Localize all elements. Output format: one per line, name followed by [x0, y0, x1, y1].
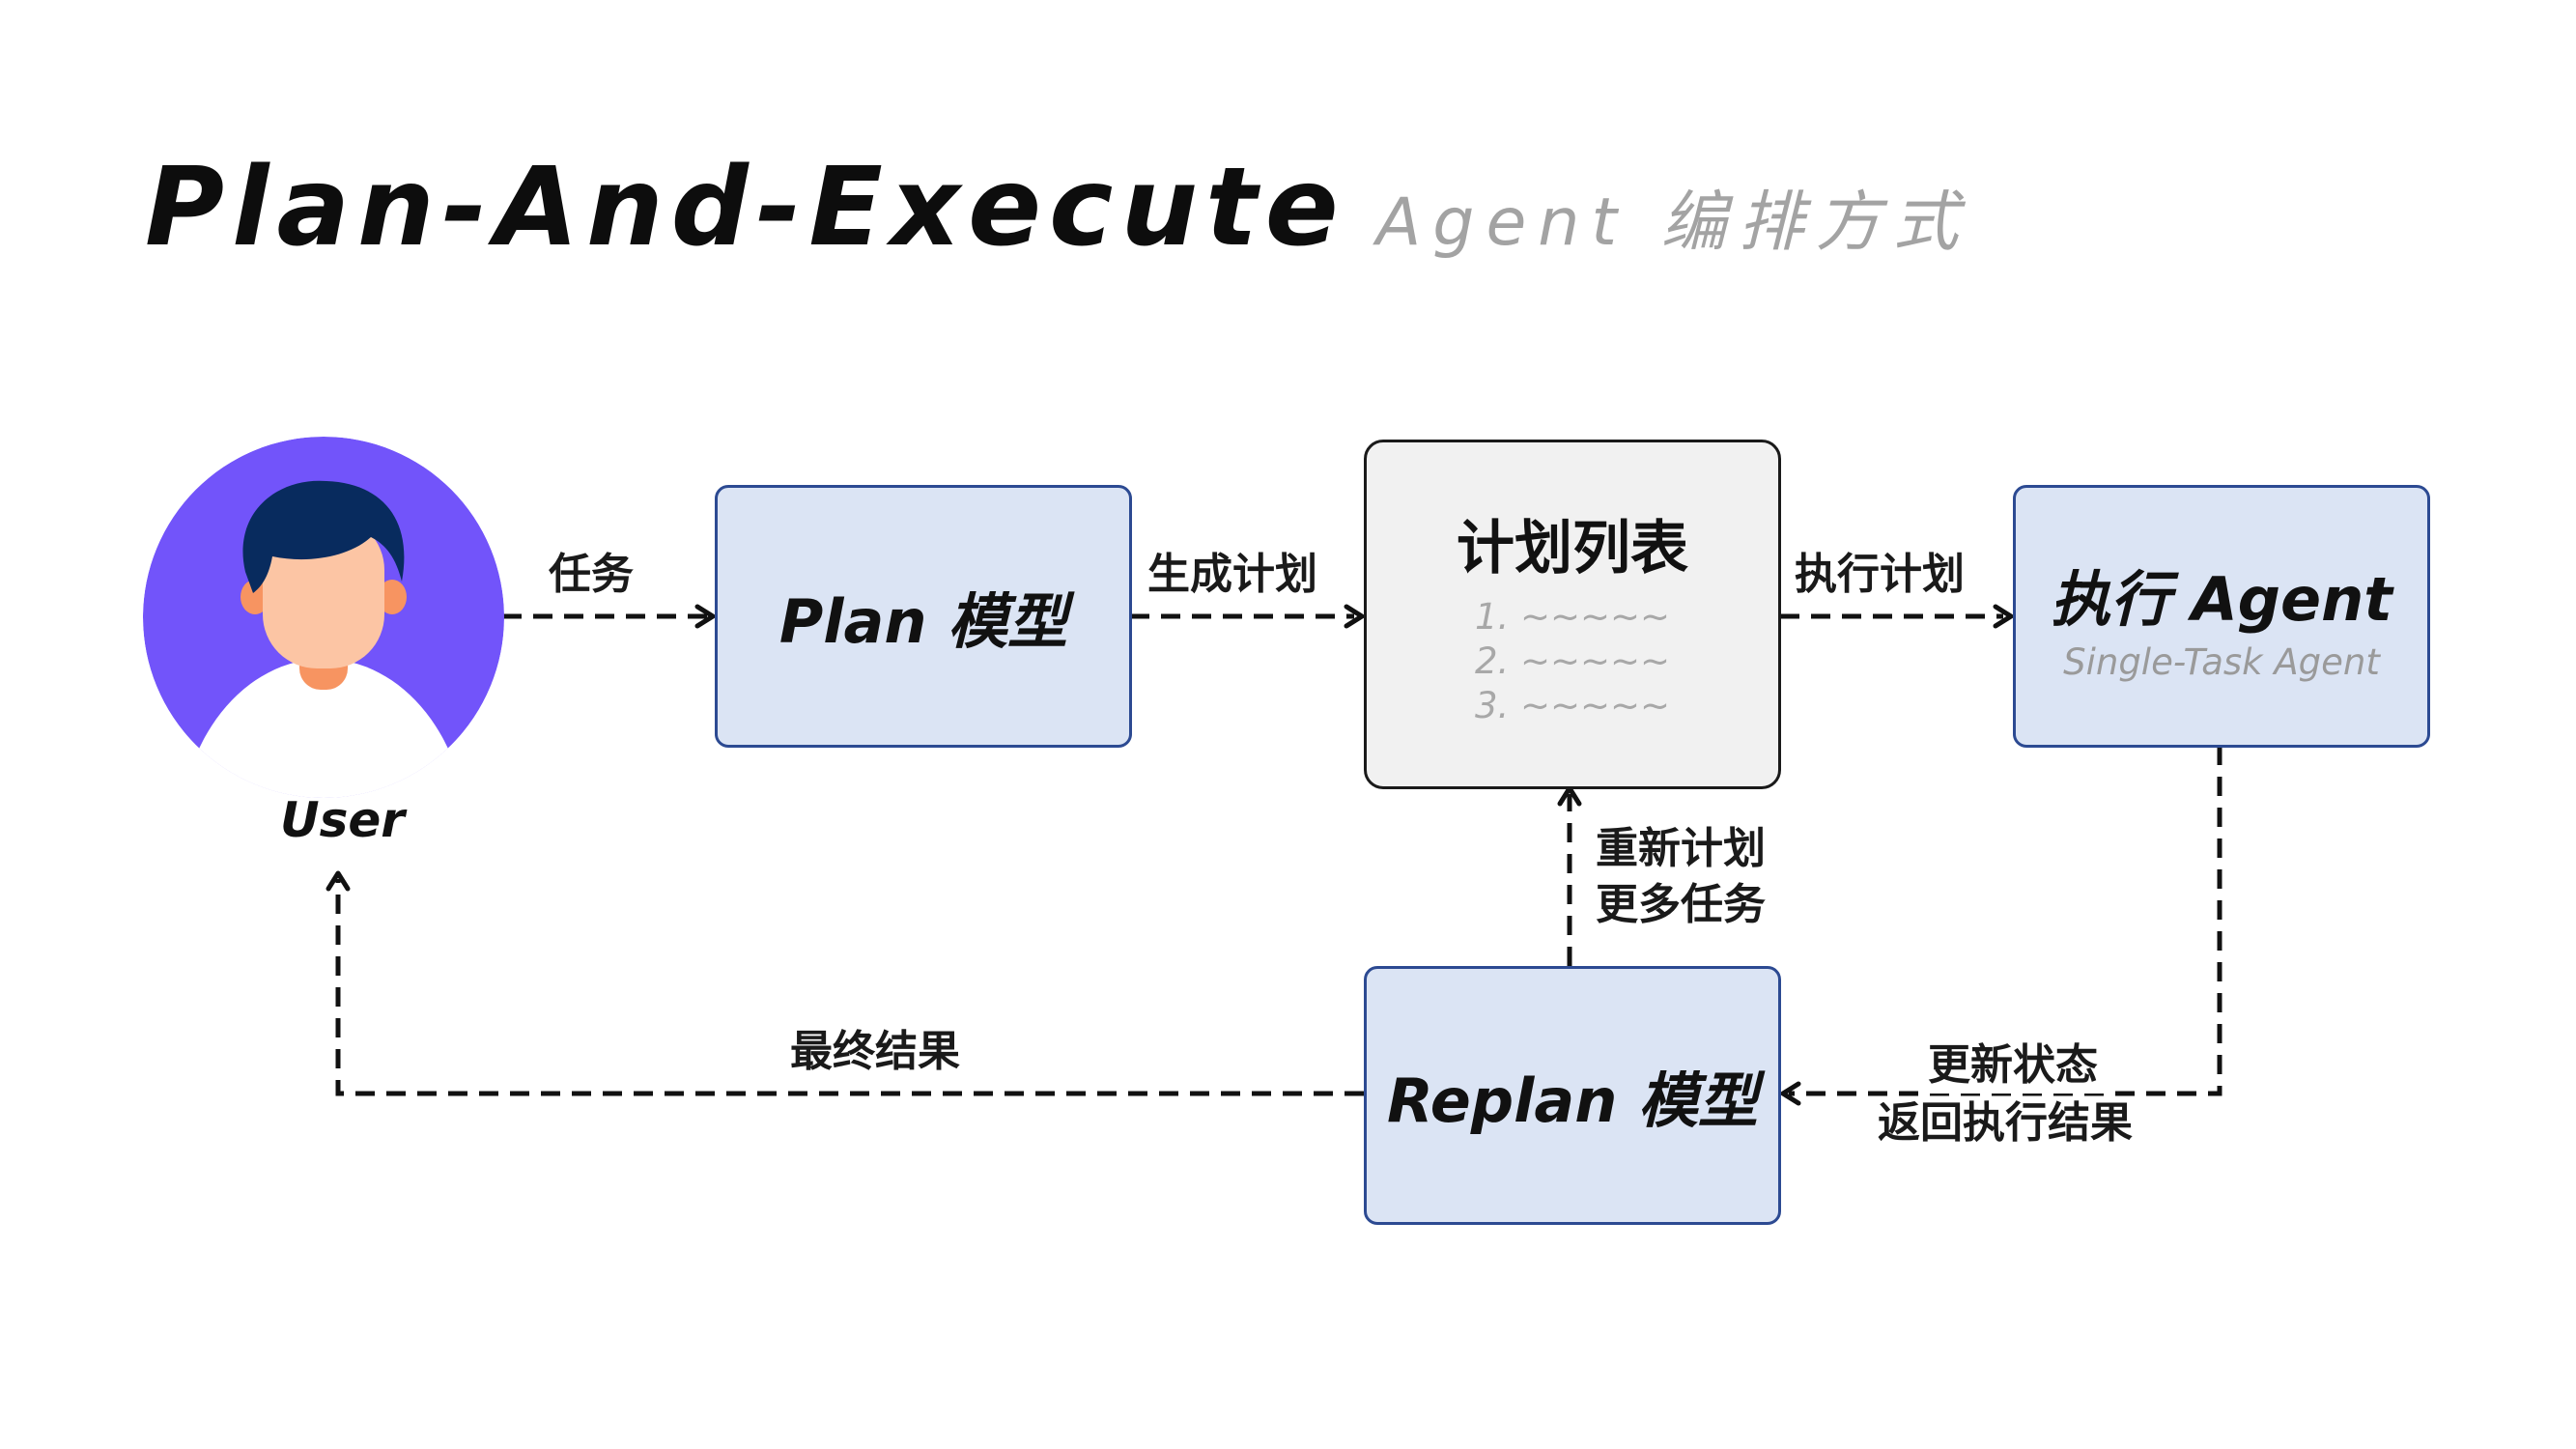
- plan-list-item: 1. ~~~~~: [1474, 595, 1671, 638]
- execution-agent-node: 执行 Agent Single-Task Agent: [2013, 485, 2430, 748]
- edge-agent-to-replan: [1789, 746, 2222, 1096]
- plan-list-node: 计划列表 1. ~~~~~ 2. ~~~~~ 3. ~~~~~: [1364, 440, 1781, 789]
- replan-model-node: Replan 模型: [1364, 966, 1781, 1225]
- plan-list-title: 计划列表: [1457, 514, 1688, 582]
- arrowhead-user: [326, 870, 351, 892]
- title-subtitle: Agent 编排方式: [1375, 185, 1970, 261]
- execution-agent-subtitle: Single-Task Agent: [2063, 640, 2380, 683]
- execution-agent-label: 执行 Agent: [2051, 563, 2392, 635]
- plan-model-node: Plan 模型: [715, 485, 1132, 748]
- edge-label-final-result: 最终结果: [790, 1027, 960, 1076]
- plan-list-item: 3. ~~~~~: [1474, 684, 1671, 726]
- replan-model-label: Replan 模型: [1387, 1065, 1758, 1136]
- edge-label-replan-2: 更多任务: [1596, 880, 1766, 929]
- title-main: Plan-And-Execute: [145, 145, 1346, 270]
- plan-list-item: 2. ~~~~~: [1474, 639, 1671, 682]
- plan-model-label: Plan 模型: [778, 586, 1068, 657]
- edge-label-task: 任务: [549, 550, 634, 599]
- edge-label-update-2: 返回执行结果: [1878, 1098, 2133, 1148]
- user-label: User: [280, 792, 405, 848]
- edge-label-update-1: 更新状态: [1922, 1037, 2104, 1094]
- arrowhead-replan: [1780, 1081, 1801, 1106]
- arrowhead-agent: [1993, 604, 2014, 629]
- edge-replan-to-user: [335, 879, 1364, 1096]
- edge-label-generate-plan: 生成计划: [1147, 550, 1317, 599]
- user-avatar-icon: [143, 437, 504, 798]
- arrowhead-plan: [694, 604, 716, 629]
- arrowhead-list: [1344, 604, 1365, 629]
- edge-label-execute-plan: 执行计划: [1795, 550, 1965, 599]
- diagram-title: Plan-And-Execute Agent 编排方式: [145, 145, 1970, 270]
- edge-label-replan-1: 重新计划: [1596, 824, 1766, 873]
